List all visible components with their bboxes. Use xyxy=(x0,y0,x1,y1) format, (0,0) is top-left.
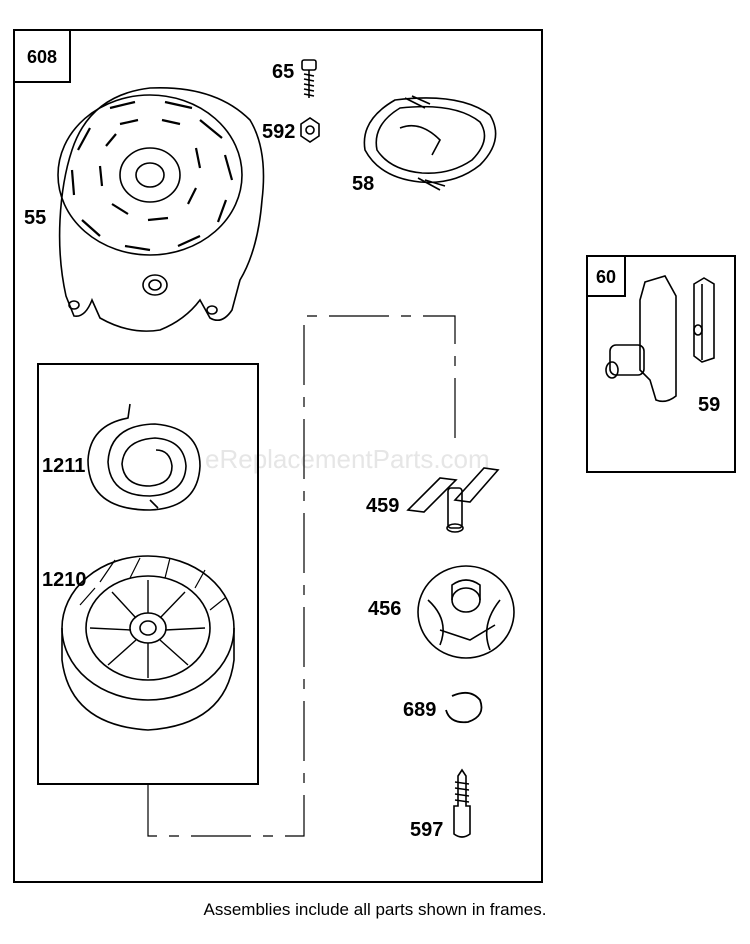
starter-rope-part xyxy=(363,95,497,191)
label-59: 59 xyxy=(698,394,720,416)
label-55: 55 xyxy=(24,207,46,229)
assembly-60-parts xyxy=(605,275,715,403)
frame-tag-60: 60 xyxy=(596,267,616,287)
label-592: 592 xyxy=(262,121,295,143)
label-459: 459 xyxy=(366,495,399,517)
shaft-screw-part xyxy=(453,768,471,838)
label-689: 689 xyxy=(403,699,436,721)
main-frame: 608 xyxy=(13,29,543,883)
blower-housing-part xyxy=(57,86,265,332)
label-597: 597 xyxy=(410,819,443,841)
part-labels: 65 592 58 55 1211 1210 459 456 689 597 5… xyxy=(24,61,720,841)
label-1210: 1210 xyxy=(42,569,87,591)
label-65: 65 xyxy=(272,61,294,83)
starter-pulley-part xyxy=(61,555,235,731)
starter-assembly-frame xyxy=(37,363,259,785)
screw-part xyxy=(301,59,317,98)
nut-part xyxy=(300,117,320,143)
rewind-spring-part xyxy=(87,403,201,511)
connector-lines xyxy=(147,315,456,837)
pawl-part xyxy=(406,467,500,533)
frame-tag-608: 608 xyxy=(27,47,57,67)
label-456: 456 xyxy=(368,598,401,620)
watermark: eReplacementParts.com xyxy=(205,444,490,474)
label-1211: 1211 xyxy=(42,455,85,477)
retaining-ring-part xyxy=(445,691,483,724)
caption: Assemblies include all parts shown in fr… xyxy=(203,900,547,919)
retainer-part xyxy=(417,565,515,659)
label-58: 58 xyxy=(352,173,374,195)
assembly-frame-60: 60 xyxy=(586,255,736,473)
